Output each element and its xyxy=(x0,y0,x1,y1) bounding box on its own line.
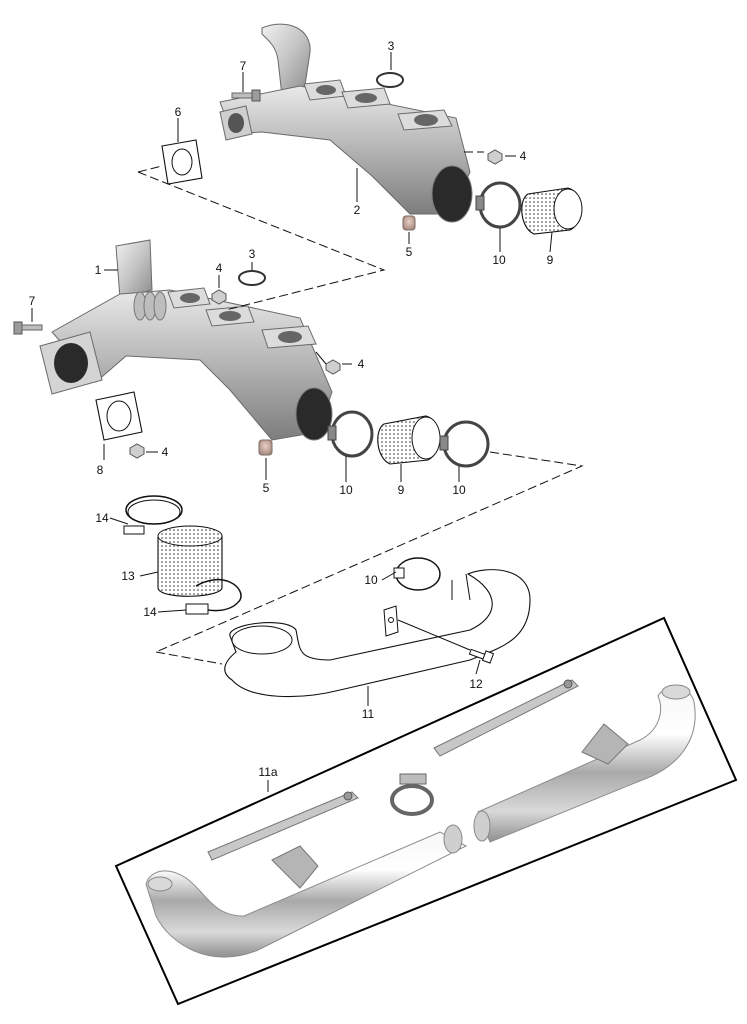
tailpipe-11 xyxy=(224,569,531,698)
nut-4-right xyxy=(325,359,341,375)
chrome-pipe-left xyxy=(145,831,468,958)
callout-10-a: 10 xyxy=(339,483,353,497)
gasket-8 xyxy=(95,391,143,441)
strap-right xyxy=(433,679,579,757)
clamp-10-a xyxy=(327,410,374,458)
sleeve-13 xyxy=(157,525,223,597)
seal-ring-3-top xyxy=(376,72,404,88)
callout-10-top: 10 xyxy=(492,253,506,267)
heat-exchanger-right xyxy=(219,23,473,223)
callout-14-top: 14 xyxy=(95,511,109,525)
nut-5-mid xyxy=(258,439,273,456)
callout-3-top: 3 xyxy=(388,39,395,53)
band-clamp xyxy=(390,773,434,816)
gasket-6 xyxy=(161,139,203,185)
callout-4-mid: 4 xyxy=(216,261,223,275)
callout-6: 6 xyxy=(175,105,182,119)
callout-4-left: 4 xyxy=(162,445,169,459)
nut-5-top xyxy=(402,215,416,231)
callout-4-top: 4 xyxy=(520,149,527,163)
callout-13: 13 xyxy=(121,569,135,583)
sleeve-9-mid xyxy=(377,415,441,465)
strap-left xyxy=(207,791,359,861)
callout-10-b: 10 xyxy=(452,483,466,497)
bracket-right xyxy=(581,723,629,765)
clamp-14-bottom xyxy=(185,579,242,615)
callout-12: 12 xyxy=(469,677,483,691)
callout-labels: 7 3 6 4 2 5 10 9 1 4 3 7 4 4 8 5 10 9 10… xyxy=(29,39,554,779)
callout-10-c: 10 xyxy=(364,573,378,587)
bolt-7-mid xyxy=(13,321,43,335)
nut-4-left xyxy=(129,443,145,459)
bracket-left xyxy=(271,845,319,889)
part-11a-photo-box xyxy=(114,616,738,1006)
callout-9-top: 9 xyxy=(547,253,554,267)
callout-11: 11 xyxy=(362,707,375,721)
assembly-dashed-lines xyxy=(137,151,584,665)
callout-14-bottom: 14 xyxy=(143,605,157,619)
clamp-10-c xyxy=(393,557,441,591)
callout-8: 8 xyxy=(97,463,104,477)
clamp-10-b xyxy=(439,420,490,468)
callout-3-mid: 3 xyxy=(249,247,256,261)
callout-5-mid: 5 xyxy=(263,481,270,495)
clamp-14-top xyxy=(123,495,183,535)
callout-4-right: 4 xyxy=(358,357,365,371)
bolt-7-top xyxy=(231,89,261,102)
callout-7-mid: 7 xyxy=(29,294,36,308)
nut-4-top xyxy=(487,149,503,165)
seal-ring-3-mid xyxy=(238,270,266,286)
callout-11a: 11a xyxy=(258,765,277,779)
callout-7-top: 7 xyxy=(240,59,247,73)
bolt-12 xyxy=(468,648,495,664)
callout-5-top: 5 xyxy=(406,245,413,259)
heat-exchanger-left xyxy=(39,239,333,441)
nut-4-mid xyxy=(211,289,227,305)
callout-9-mid: 9 xyxy=(398,483,405,497)
leader-lines xyxy=(31,52,553,792)
callout-1: 1 xyxy=(95,263,102,277)
callout-2: 2 xyxy=(354,203,361,217)
sleeve-9-top xyxy=(521,187,583,235)
clamp-10-top xyxy=(475,181,522,229)
